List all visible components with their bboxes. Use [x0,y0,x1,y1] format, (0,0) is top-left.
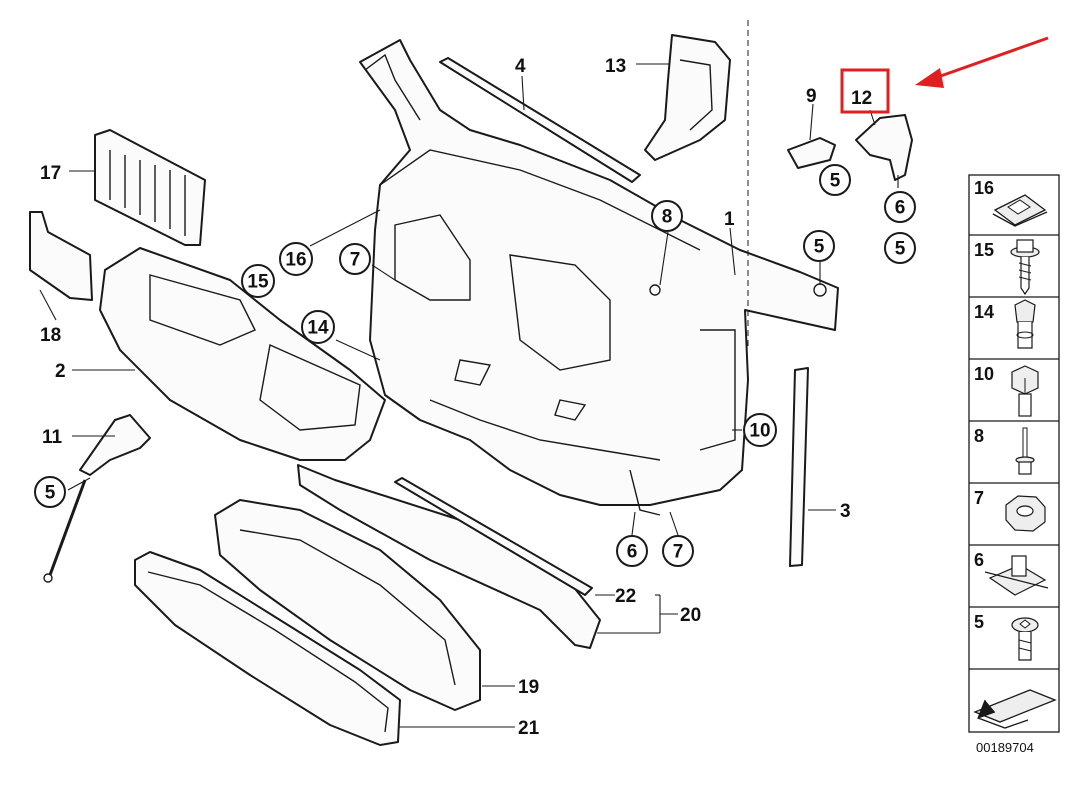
label-2: 2 [55,361,66,382]
callout-7-bottom: 7 [662,535,694,567]
callout-6-bottom: 6 [616,535,648,567]
bracket-9-part [787,137,836,169]
legend-label-15: 15 [974,240,994,260]
svg-text:5: 5 [814,237,825,258]
front-carrier-part [359,39,839,516]
torx-screw-icon [1011,617,1039,661]
svg-text:8: 8 [662,207,673,228]
svg-text:7: 7 [350,250,361,271]
callout-16: 16 [279,242,313,276]
callout-5-bracket9: 5 [819,164,851,196]
label-21: 21 [518,718,540,739]
seal-ring-part [134,551,401,746]
hex-bolt-icon [1011,365,1039,417]
hex-nut-icon [1005,495,1046,532]
label-18: 18 [40,325,61,346]
label-11: 11 [42,427,63,448]
callout-5-right: 5 [803,230,835,262]
label-12: 12 [851,88,872,109]
legend-label-5: 5 [974,612,984,632]
seal-3-part [789,367,809,567]
bracket-11-part [43,414,151,583]
legend-label-6: 6 [974,550,984,570]
bracket-12-part [855,114,913,181]
svg-text:5: 5 [895,239,906,260]
label-4: 4 [515,56,526,77]
legend-panel: 16 15 14 10 8 [968,174,1060,733]
callout-5-left: 5 [34,476,66,508]
svg-text:16: 16 [285,250,306,271]
arrow-icon [915,36,1049,88]
svg-text:5: 5 [830,171,841,192]
legend-label-8: 8 [974,426,984,446]
leader-lines [39,20,899,728]
grille-17-part [94,129,206,246]
continuation-arrow-icon [973,689,1057,729]
lower-carrier-part [297,464,601,649]
svg-text:14: 14 [307,318,329,339]
pin-rivet-icon [1015,427,1035,475]
bracket-13-part [644,34,731,161]
legend-label-16: 16 [974,178,994,198]
callout-10: 10 [743,413,777,447]
svg-text:7: 7 [673,542,684,563]
svg-text:15: 15 [247,272,269,293]
plate-18-part [29,211,93,301]
label-1: 1 [724,209,735,230]
label-19: 19 [518,677,539,698]
clip-nut-icon [992,194,1048,227]
label-9: 9 [806,86,817,107]
legend-label-7: 7 [974,488,984,508]
svg-text:5: 5 [45,483,56,504]
grille-frame-part [214,499,481,711]
label-22: 22 [615,586,636,607]
expanding-rivet-icon [1014,299,1036,349]
legend-label-10: 10 [974,364,994,384]
seal-strip-part [439,57,641,183]
label-20: 20 [680,605,701,626]
diagram-code: 00189704 [976,740,1034,755]
legend-label-14: 14 [974,302,994,322]
label-17: 17 [40,163,61,184]
svg-text:6: 6 [627,542,638,563]
callout-15: 15 [241,264,275,298]
air-duct-part [99,247,386,461]
label-13: 13 [605,56,626,77]
callout-7-left: 7 [339,243,371,275]
svg-text:10: 10 [749,421,770,442]
callout-8: 8 [651,200,683,232]
callout-6-bracket12: 6 [884,191,916,223]
callout-5-bracket12: 5 [884,232,916,264]
callout-14: 14 [301,310,335,344]
highlight-box [840,68,890,114]
flange-screw-icon [1010,239,1040,296]
clip-nut-tab-icon [984,555,1049,596]
svg-text:6: 6 [895,198,906,219]
label-3: 3 [840,501,851,522]
